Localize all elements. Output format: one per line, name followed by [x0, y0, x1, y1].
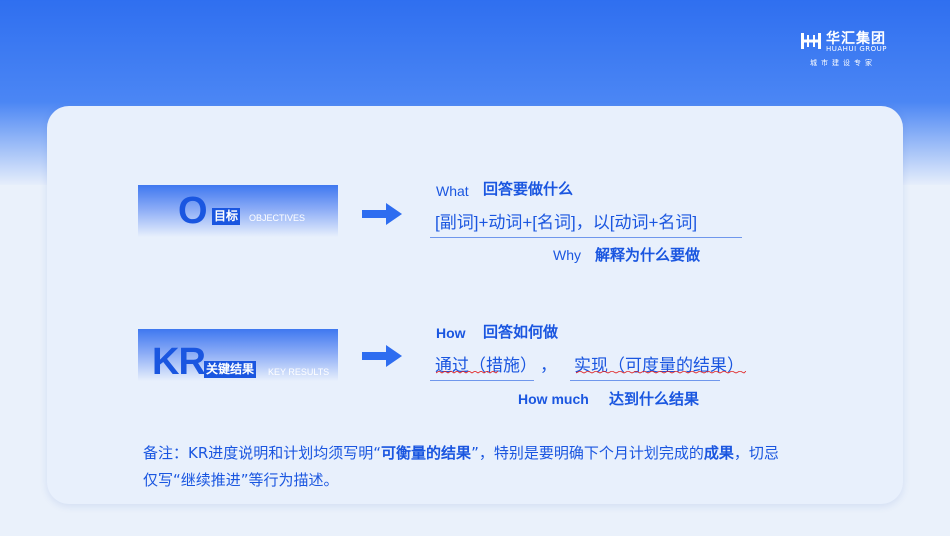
kr-formula-measure: 通过（措施） — [435, 356, 537, 376]
how-much-description: 达到什么结果 — [609, 390, 700, 408]
logo-tagline: 城市建设专家 — [810, 59, 876, 67]
what-label: What — [436, 183, 469, 199]
kr-tag: 关键结果 — [204, 361, 257, 378]
right-arrow-icon — [362, 203, 402, 225]
kr-formula-result: 实现（可度量的结果） — [574, 356, 744, 376]
logo-name: 华汇集团 — [826, 31, 886, 47]
why-description: 解释为什么要做 — [595, 246, 701, 264]
spellcheck-underline — [576, 371, 746, 374]
divider — [430, 237, 742, 238]
note-emphasis: 成果 — [703, 444, 734, 462]
how-label: How — [436, 325, 466, 341]
note-text: 备注：KR进度说明和计划均须写明“ — [143, 444, 382, 462]
spellcheck-underline — [436, 371, 498, 374]
kr-en-label: KEY RESULTS — [268, 367, 330, 377]
divider — [570, 380, 720, 381]
remark-note: 备注：KR进度说明和计划均须写明“可衡量的结果”，特别是要明确下个月计划完成的成… — [143, 440, 783, 494]
what-description: 回答要做什么 — [483, 180, 574, 198]
company-logo: 华汇集团 HUAHUI GROUP 城市建设专家 — [800, 30, 910, 70]
objective-tag: 目标 — [212, 208, 241, 225]
kr-letter: KR — [152, 341, 206, 383]
how-much-label: How much — [518, 391, 589, 407]
logo-name-en: HUAHUI GROUP — [826, 45, 887, 53]
note-text: ”，特别是要明确下个月计划完成的 — [471, 444, 704, 462]
note-emphasis: 可衡量的结果 — [381, 444, 472, 462]
huahui-logo-icon — [801, 33, 821, 49]
content-card — [47, 106, 903, 504]
objective-formula: [副词]+动词+[名词]，以[动词+名词] — [435, 213, 698, 232]
kr-formula-separator: ， — [540, 356, 557, 376]
how-description: 回答如何做 — [483, 323, 559, 341]
objective-letter: O — [178, 190, 208, 232]
why-label: Why — [553, 247, 581, 263]
objective-en-label: OBJECTIVES — [249, 213, 306, 223]
right-arrow-icon — [362, 345, 402, 367]
divider — [430, 380, 534, 381]
note-text: ，切忌仅写“继续推进”等行为描述。 — [143, 444, 779, 489]
